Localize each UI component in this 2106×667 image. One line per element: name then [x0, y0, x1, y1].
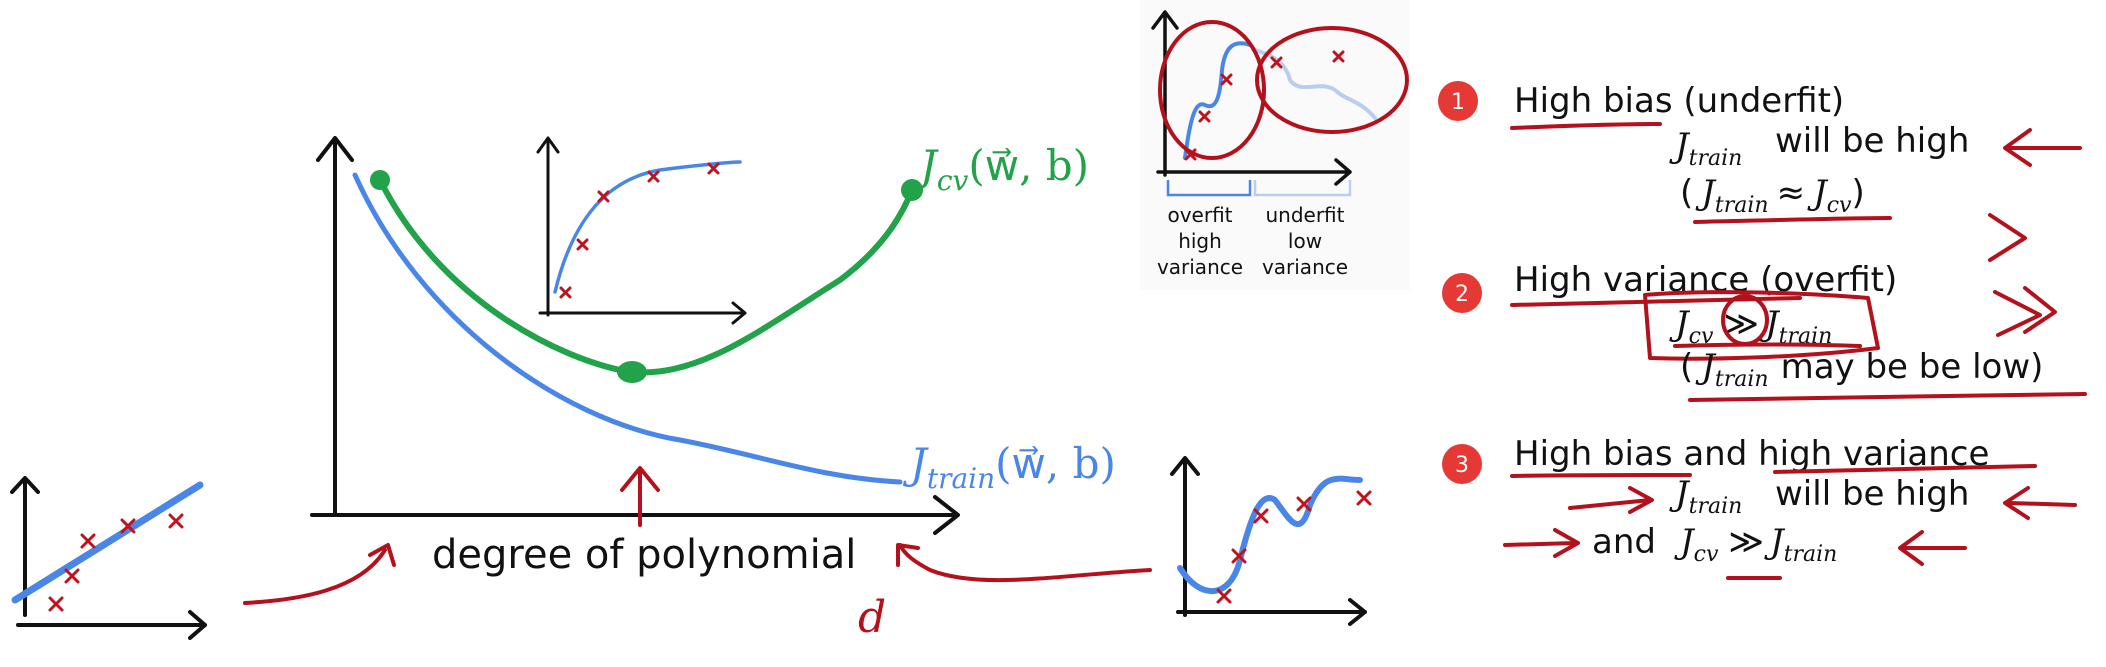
case-3-jtrain: Jtrain — [1669, 474, 1742, 519]
case-2: 2 High variance (overfit) Jcv≫Jtrain (Jt… — [1442, 260, 2087, 402]
main-x-axis — [310, 495, 960, 535]
case-3-line2: Jcv≫Jtrain — [1674, 522, 1837, 567]
jcv-start-dot — [370, 170, 390, 190]
case-3-underline-a — [1510, 473, 1692, 478]
case-3-and: and — [1592, 522, 1656, 562]
jcv-end-dot — [901, 179, 923, 201]
case-3-number: 3 — [1455, 453, 1469, 478]
left-mini-plot — [10, 476, 207, 640]
variance-label-left: variance — [1157, 255, 1243, 279]
case-2-number: 2 — [1455, 282, 1469, 307]
linear-fit-line — [11, 481, 204, 604]
arrow-to-low-degree — [243, 543, 396, 605]
case-3: 3 High bias and high variance Jtrain wil… — [1442, 434, 2077, 580]
case-1-number: 1 — [1451, 90, 1465, 115]
case-3-arrow-out-1 — [2003, 486, 2077, 520]
inset-plot — [536, 136, 747, 325]
case-1-jtrain: Jtrain — [1669, 126, 1742, 171]
case-1: 1 High bias (underfit) Jtrain will be hi… — [1438, 81, 2082, 224]
right-mini-plot — [1170, 456, 1372, 626]
jtrain-label: Jtrain(w⃗, b) — [902, 439, 1116, 495]
corner-plot: overfit high variance underfit low varia… — [1140, 0, 1410, 290]
jtrain-curve — [352, 172, 903, 485]
case-3-arrow-in-1 — [1568, 486, 1654, 514]
case-1-line2: (Jtrain≈Jcv) — [1680, 173, 1865, 218]
overfit-label: overfit — [1167, 203, 1232, 227]
chevron-icon — [1988, 213, 2027, 262]
case-2-line1-underline — [1673, 342, 1862, 348]
jcv-minimum-dot — [617, 361, 647, 383]
jcv-label: Jcv(w⃗, b) — [912, 141, 1089, 197]
case-2-line2-underline — [1688, 392, 2087, 402]
high-label: high — [1178, 229, 1222, 253]
double-chevron-icon — [1993, 286, 2057, 337]
d-label: d — [858, 592, 886, 643]
case-3-badge — [1442, 444, 1482, 484]
case-2-underline — [1510, 296, 1802, 307]
main-plot: Jcv(w⃗, b) Jtrain(w⃗, b) degree of polyn… — [310, 136, 1116, 643]
case-1-arrow — [2003, 128, 2082, 167]
case-1-line1: will be high — [1775, 121, 1969, 161]
case-2-badge — [1442, 273, 1482, 313]
underfit-circle — [1255, 26, 1409, 134]
case-3-arrow-in-2 — [1503, 528, 1580, 558]
arrow-to-high-degree — [896, 543, 1152, 583]
underfit-label: underfit — [1265, 203, 1344, 227]
overfit-circle — [1158, 20, 1266, 160]
case-1-badge — [1438, 81, 1478, 121]
optimal-degree-arrow — [620, 466, 660, 527]
data-points — [48, 513, 184, 612]
main-y-axis — [316, 136, 354, 517]
case-1-underline — [1510, 122, 1662, 130]
case-3-line1: will be high — [1775, 474, 1969, 514]
variance-label-right: variance — [1262, 255, 1348, 279]
low-label: low — [1288, 229, 1322, 253]
case-2-box — [1643, 290, 1880, 361]
jcv-curve — [377, 177, 915, 376]
case-3-underline-b — [1773, 464, 2037, 474]
case-1-heading: High bias (underfit) — [1514, 81, 1844, 121]
case-1-line2-underline — [1693, 216, 1892, 224]
case-3-arrow-out-2 — [1898, 530, 1967, 566]
x-axis-label: degree of polynomial — [432, 532, 856, 578]
